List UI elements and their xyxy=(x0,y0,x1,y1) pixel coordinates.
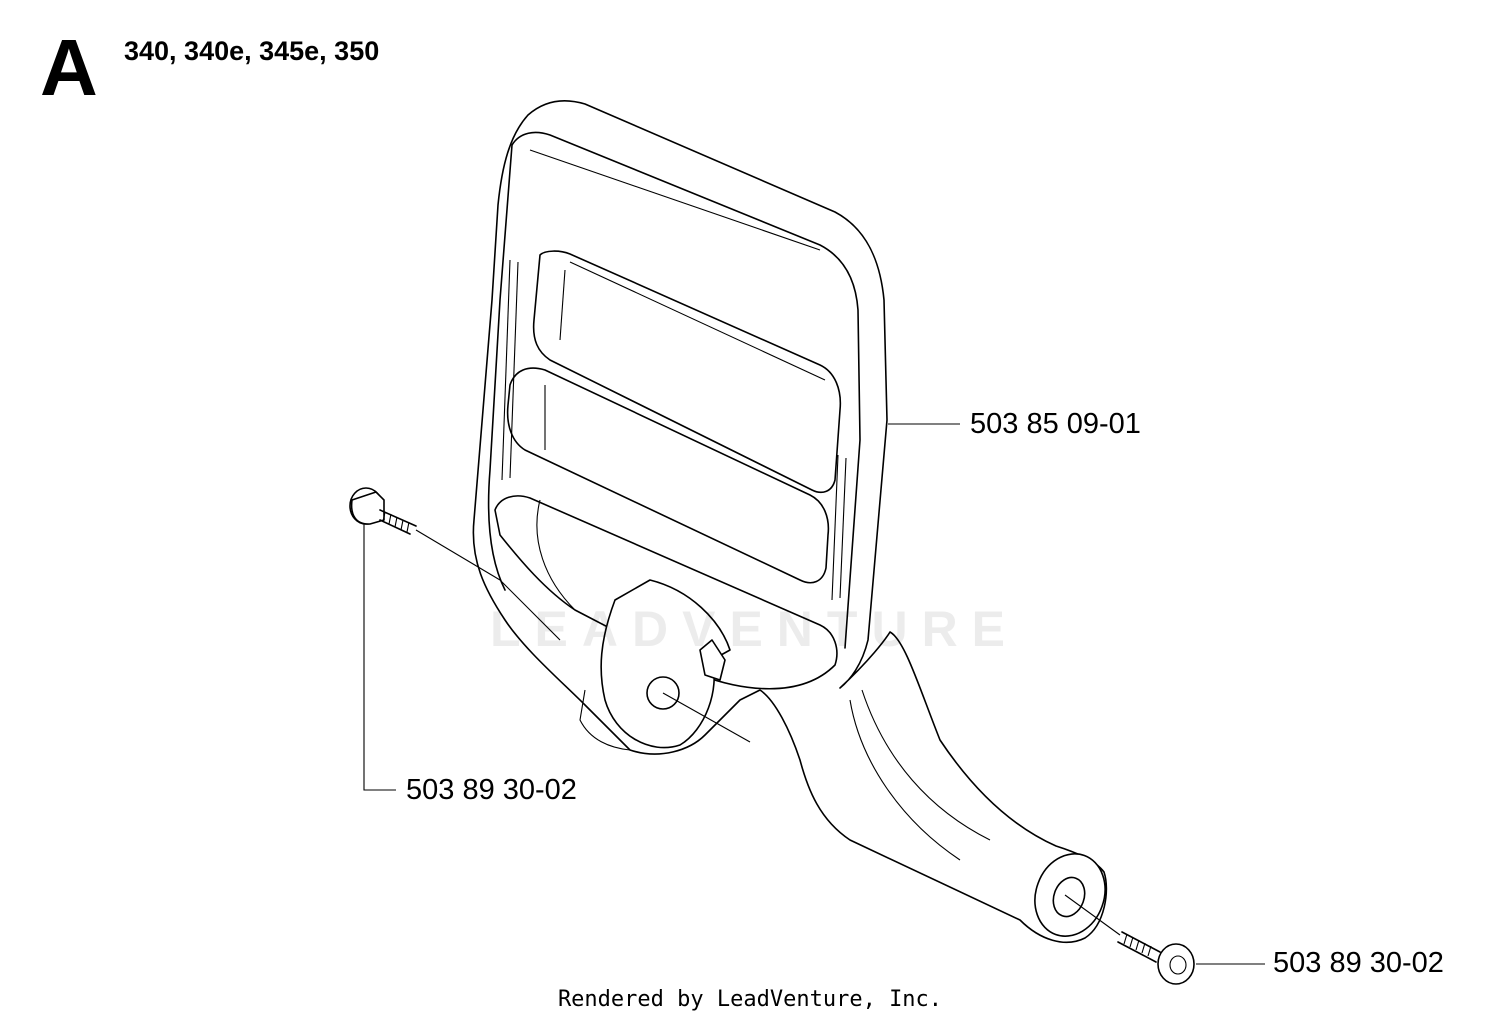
cam-axis-line xyxy=(662,692,751,743)
model-list: 340, 340e, 345e, 350 xyxy=(124,36,380,66)
left-screw xyxy=(349,487,501,791)
right-screw xyxy=(1064,894,1265,985)
section-letter: A xyxy=(40,23,98,112)
watermark-text: LEADVENTURE xyxy=(490,601,1020,657)
hand-guard xyxy=(472,100,1108,944)
left-screw-part-number[interactable]: 503 89 30-02 xyxy=(406,774,577,806)
left-screw-axis-line xyxy=(499,579,561,641)
right-screw-part-number[interactable]: 503 89 30-02 xyxy=(1273,947,1444,979)
hand-guard-part-number[interactable]: 503 85 09-01 xyxy=(970,408,1141,440)
footer-credit: Rendered by LeadVenture, Inc. xyxy=(557,987,943,1012)
